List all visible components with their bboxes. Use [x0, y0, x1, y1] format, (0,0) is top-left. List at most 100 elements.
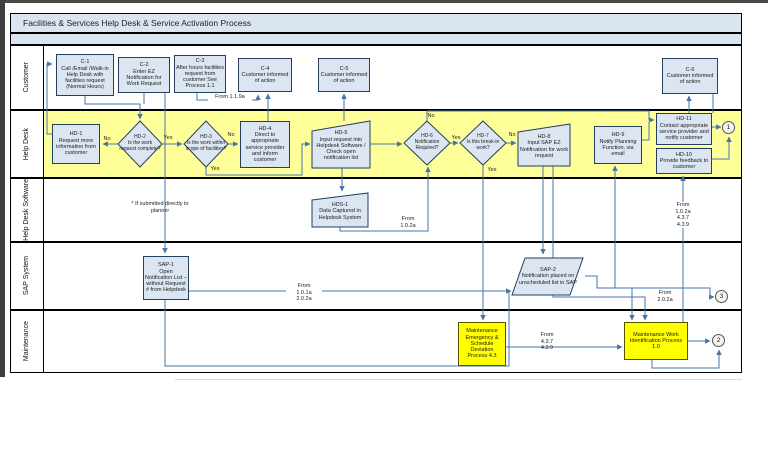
node-c5-id: C-5	[339, 65, 349, 72]
node-m2-text: Maintenance Work Identification Process …	[629, 331, 683, 351]
node-c3: C-3 After hours facilities request from …	[174, 55, 226, 93]
node-hd4: HD-4 Direct to appropriate service provi…	[240, 121, 290, 168]
node-hd3-text: Is the work within scope of facilities?	[185, 140, 227, 152]
decision-hd2-shape	[117, 120, 163, 168]
lane-label-customer: Customer	[11, 46, 44, 109]
label-hd3-yes: Yes	[210, 166, 220, 172]
node-c3-text: After hours facilities request from cust…	[176, 64, 224, 90]
node-c1: C-1 Call /Email /Walk-in Help Desk with …	[56, 54, 114, 96]
label-note-planner: * If submitted directly to planner	[131, 201, 189, 214]
viewer-left-edge	[0, 0, 5, 377]
node-hds1-id: HDS-1	[331, 202, 349, 209]
parallelogram-sap2-shape	[511, 257, 584, 296]
node-hd9-text: Notify Planning Function, via email	[599, 138, 637, 158]
label-from-2-0-2a: From 2.0.2a	[657, 290, 673, 303]
node-c2-id: C-2	[139, 62, 149, 69]
node-hd3-id: HD-3	[200, 134, 212, 141]
offpage-connector-1: 1	[722, 121, 735, 134]
node-hd8: HD-8 Input SAP EZ Notification for work …	[518, 127, 570, 166]
manual-input-hd8-shape	[517, 123, 571, 167]
node-c2-text: Enter EZ Notification for Work Request	[126, 68, 162, 88]
node-hd8-id: HD-8	[537, 133, 551, 140]
node-c6: C-6 Customer informed of action	[662, 58, 718, 94]
node-maintenance-work-identification: Maintenance Work Identification Process …	[624, 322, 688, 360]
viewer-top-edge	[0, 0, 768, 3]
label-from-1-0-2a: From 1.0.2a	[390, 216, 426, 230]
node-hd6: HD-6 Notification Required?	[404, 126, 450, 160]
label-hd2-yes: Yes	[163, 135, 173, 141]
node-c6-id: C-6	[685, 66, 695, 73]
node-hd11: HD-11 Contact appropriate service provid…	[656, 113, 712, 145]
node-c1-id: C-1	[80, 59, 90, 66]
label-from-1-0-1a-2-0-2a: From 1.0.1a 2.0.2a	[286, 283, 322, 303]
node-maintenance-emergency: Maintenance Emergency & Schedule Deviati…	[458, 322, 506, 366]
lane-label-helpdesk: Help Desk	[11, 111, 44, 177]
node-hd9-id: HD-9	[611, 132, 625, 139]
node-hd5-id: HD-5	[334, 130, 348, 137]
node-hd10: HD-10 Provide feedback to customer	[656, 148, 712, 174]
node-hd2-text: Is the work request complete?	[119, 140, 161, 152]
label-hd3-no: No	[227, 132, 235, 138]
node-sap1-id: SAP-1	[158, 262, 174, 269]
label-hd7-no: No	[508, 132, 516, 138]
node-hd11-text: Contact appropriate service provider and…	[659, 122, 709, 142]
decision-hd6-shape	[403, 120, 451, 166]
node-hd7-id: HD-7	[477, 133, 489, 140]
label-from-1-1-9a: From 1.1.9a	[208, 94, 252, 101]
node-hd3: HD-3 Is the work within scope of facilit…	[184, 124, 228, 164]
node-sap2-text: Notification placed on unscheduled list …	[519, 273, 577, 286]
label-hd6-yes: Yes	[451, 135, 461, 141]
manual-input-hds1-shape	[311, 192, 369, 228]
node-hd7-text: Is this break-in work?	[466, 139, 500, 151]
node-hd10-id: HD-10	[676, 151, 692, 158]
node-hd2-id: HD-2	[134, 134, 146, 141]
node-hd7: HD-7 Is this break-in work?	[460, 126, 506, 160]
node-hd4-text: Direct to appropriate service provider a…	[245, 131, 285, 164]
lane-sap-system: SAP System	[10, 242, 742, 310]
node-m1-text: Maintenance Emergency & Schedule Deviati…	[465, 328, 499, 360]
node-hd6-id: HD-6	[421, 133, 433, 140]
slide-shadow	[175, 379, 742, 380]
offpage-connector-3: 3	[715, 290, 728, 303]
label-from-4-3-7-4-3-9: From 4.3.7 4.3.9	[540, 332, 554, 352]
decision-hd7-shape	[459, 120, 507, 166]
node-sap2: SAP-2 Notification placed on unscheduled…	[518, 258, 578, 295]
node-sap1: SAP-1 Open Notification List – without R…	[143, 256, 189, 300]
node-hd5-text: Input request into Helpdesk Software / C…	[316, 136, 366, 162]
node-hd4-id: HD-4	[258, 125, 272, 132]
node-hd5: HD-5 Input request into Helpdesk Softwar…	[312, 124, 370, 168]
lane-label-helpdesk-software: Help Desk Software	[11, 179, 44, 241]
node-hd10-text: Provide feedback to customer	[659, 157, 709, 171]
node-c1-text: Call /Email /Walk-in Help Desk with faci…	[61, 65, 109, 91]
node-c5: C-5 Customer informed of action	[318, 58, 370, 92]
node-hd6-text: Notification Required?	[414, 139, 440, 151]
label-hd2-no: No	[103, 136, 111, 142]
node-hds1-text: Data Captured in Helpdesk System	[318, 208, 362, 221]
node-hd1: HD-1 Request more information from custo…	[52, 124, 100, 164]
node-c4-text: Customer informed of action	[241, 71, 289, 85]
node-hd8-text: Input SAP EZ Notification for work reque…	[519, 140, 569, 159]
label-hd6-no: No	[427, 113, 435, 119]
node-c6-text: Customer informed of action	[666, 72, 714, 86]
node-sap2-id: SAP-2	[540, 267, 556, 274]
offpage-connector-2: 2	[712, 334, 725, 347]
label-hd7-yes: Yes	[487, 167, 497, 173]
node-hds1: HDS-1 Data Captured in Helpdesk System	[312, 196, 368, 227]
lane-label-sap-system: SAP System	[11, 243, 44, 309]
node-c5-text: Customer informed of action	[320, 71, 368, 85]
header-spacer-band	[10, 33, 742, 45]
node-c4-id: C-4	[260, 65, 270, 72]
decision-hd3-shape	[183, 120, 229, 168]
node-hd9: HD-9 Notify Planning Function, via email	[594, 126, 642, 164]
node-hd1-id: HD-1	[69, 131, 83, 138]
lane-maintenance: Maintenance	[10, 310, 742, 373]
node-c4: C-4 Customer informed of action	[238, 58, 292, 92]
node-hd1-text: Request more information from customer	[56, 137, 96, 157]
node-c2: C-2 Enter EZ Notification for Work Reque…	[118, 57, 170, 93]
node-c3-id: C-3	[195, 58, 205, 65]
node-hd2: HD-2 Is the work request complete?	[118, 124, 162, 164]
node-hd11-id: HD-11	[676, 116, 692, 123]
lane-customer: Customer	[10, 45, 742, 110]
